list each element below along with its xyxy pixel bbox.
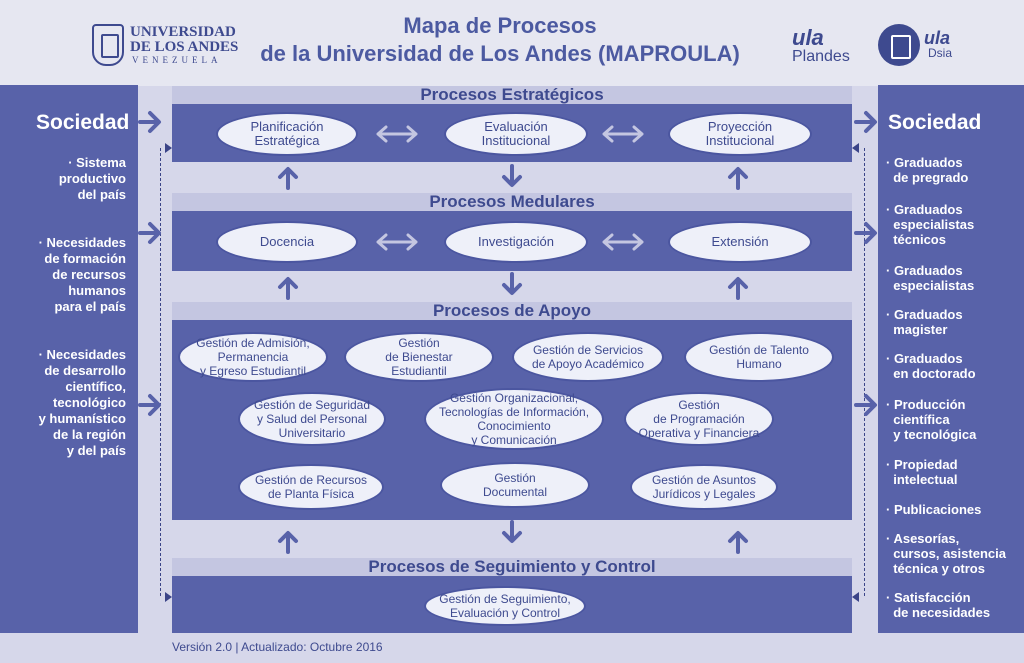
process-gestion-servicios-academicos: Gestión de Servicios de Apoyo Académico [512, 332, 664, 382]
university-name-line1: UNIVERSIDAD [130, 24, 236, 40]
right-output-3: · Graduados especialistas [886, 263, 975, 293]
right-output-7: · Propiedad intelectual [886, 457, 958, 487]
process-gestion-planta-fisica: Gestión de Recursos de Planta Física [238, 464, 384, 510]
right-output-8: · Publicaciones [886, 502, 982, 517]
strategic-processes-title: Procesos Estratégicos [172, 86, 852, 104]
left-input-2: · Necesidades de formación de recursos h… [38, 235, 126, 314]
university-seal-icon [92, 24, 124, 66]
arrow-right-icon [138, 222, 161, 244]
ula-university-logo: UNIVERSIDAD DE LOS ANDES VENEZUELA [92, 24, 242, 70]
dsia-logo: ula Dsia [878, 24, 958, 68]
left-society-panel: Sociedad · Sistema productivo del país ·… [0, 85, 138, 633]
left-feedback-line [160, 148, 161, 596]
process-docencia: Docencia [216, 221, 358, 263]
process-evaluacion-institucional: Evaluación Institucional [444, 112, 588, 156]
process-gestion-talento-humano: Gestión de Talento Humano [684, 332, 834, 382]
right-output-1: · Graduados de pregrado [886, 155, 969, 185]
process-gestion-organizacional: Gestión Organizacional, Tecnologías de I… [424, 388, 604, 450]
dsia-logo-ula: ula [924, 28, 951, 48]
right-society-title: Sociedad [888, 111, 982, 134]
right-output-9: · Asesorías, cursos, asistencia técnica … [886, 531, 1006, 576]
process-gestion-programacion: Gestión de Programación Operativa y Fina… [624, 392, 774, 446]
process-gestion-admision: Gestión de Admisión, Permanencia y Egres… [178, 332, 328, 382]
process-gestion-seguridad-salud: Gestión de Seguridad y Salud del Persona… [238, 392, 386, 446]
arrow-right-icon [138, 111, 161, 133]
right-society-panel: Sociedad · Graduados de pregrado · Gradu… [878, 85, 1024, 633]
arrow-right-icon [854, 394, 877, 416]
process-gestion-asuntos-juridicos: Gestión de Asuntos Jurídicos y Legales [630, 464, 778, 510]
process-extension: Extensión [668, 221, 812, 263]
right-output-10: · Satisfacción de necesidades [886, 590, 991, 620]
right-output-6: · Producción científica y tecnológica [886, 397, 977, 442]
right-output-2: · Graduados especialistas técnicos [886, 202, 975, 247]
left-input-3: · Necesidades de desarrollo científico, … [38, 347, 126, 458]
university-name-line2: DE LOS ANDES [130, 39, 239, 55]
plandes-logo-ula: ula [792, 25, 824, 50]
core-processes-title: Procesos Medulares [172, 193, 852, 211]
left-input-arrows [138, 111, 161, 416]
process-gestion-documental: Gestión Documental [440, 462, 590, 508]
plandes-logo-text: Plandes [792, 48, 850, 65]
right-feedback-line [864, 148, 865, 596]
globe-icon [878, 24, 920, 66]
left-society-title: Sociedad [36, 111, 130, 134]
dsia-logo-text: Dsia [928, 46, 953, 60]
support-processes-title: Procesos de Apoyo [172, 302, 852, 320]
right-output-4: · Graduados magister [886, 307, 963, 337]
page-title: Mapa de Procesos de la Universidad de Lo… [240, 12, 760, 68]
arrow-right-icon [854, 222, 877, 244]
right-output-arrows [854, 111, 877, 416]
process-gestion-seguimiento-control: Gestión de Seguimiento, Evaluación y Con… [424, 586, 586, 626]
version-footer: Versión 2.0 | Actualizado: Octubre 2016 [172, 640, 383, 654]
header-background [0, 0, 1024, 86]
right-output-5: · Graduados en doctorado [886, 351, 976, 381]
title-line-1: Mapa de Procesos [403, 13, 597, 38]
left-input-1: · Sistema productivo del país [58, 155, 126, 202]
title-line-2: de la Universidad de Los Andes (MAPROULA… [260, 41, 740, 66]
arrow-right-icon [854, 111, 877, 133]
arrow-right-icon [138, 394, 161, 416]
process-gestion-bienestar: Gestión de Bienestar Estudiantil [344, 332, 494, 382]
plandes-logo: ula Plandes [792, 25, 872, 68]
control-processes-title: Procesos de Seguimiento y Control [172, 558, 852, 576]
process-planificacion-estrategica: Planificación Estratégica [216, 112, 358, 156]
university-country: VENEZUELA [132, 55, 222, 65]
process-proyeccion-institucional: Proyección Institucional [668, 112, 812, 156]
process-investigacion: Investigación [444, 221, 588, 263]
